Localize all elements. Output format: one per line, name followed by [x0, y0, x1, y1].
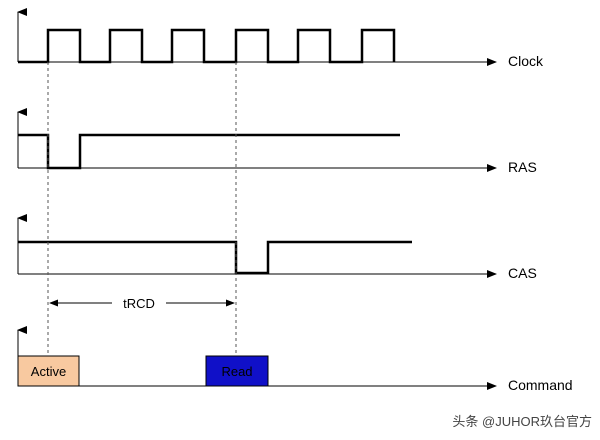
cas-waveform — [18, 240, 412, 275]
clock-label: Clock — [508, 53, 544, 69]
ras-waveform — [18, 133, 400, 170]
read-command-box: Read — [205, 355, 269, 387]
cas-label: CAS — [508, 265, 537, 281]
active-command-label: Active — [31, 364, 66, 379]
ras-row: RAS — [17, 108, 537, 175]
clock-row: Clock — [17, 8, 544, 69]
active-command-box: Active — [17, 355, 80, 387]
cas-row: CAS — [17, 214, 537, 281]
trcd-label: tRCD — [123, 296, 155, 311]
trcd-interval: tRCD — [49, 296, 235, 311]
ras-label: RAS — [508, 159, 537, 175]
clock-waveform — [18, 28, 396, 64]
command-row: Active Read Command — [17, 326, 573, 393]
read-command-label: Read — [221, 364, 252, 379]
command-label: Command — [508, 377, 573, 393]
watermark-text: 头条 @JUHOR玖台官方 — [452, 414, 592, 429]
